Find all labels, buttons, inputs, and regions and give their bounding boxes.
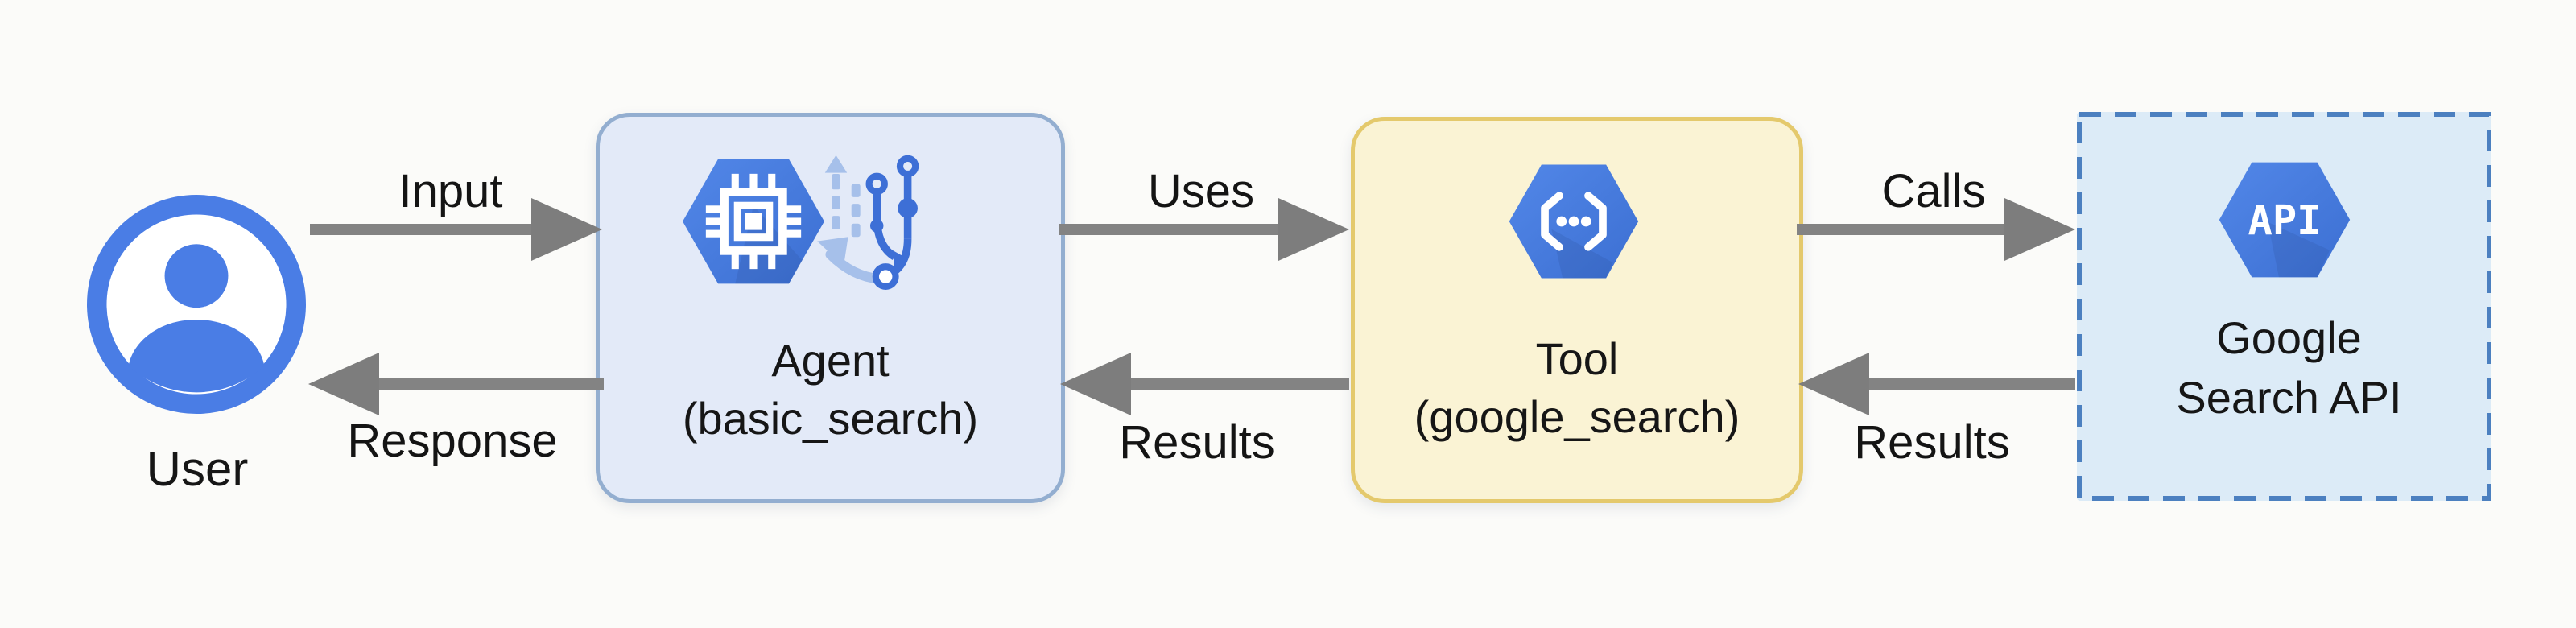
branching-paths-icon: [817, 155, 919, 290]
code-brackets-hexagon-icon: [1509, 164, 1639, 279]
arrow-shaft: [365, 378, 604, 390]
arrow-shaft: [1059, 224, 1293, 235]
arrowhead-right-icon: [531, 198, 602, 261]
api-hexagon-icon: API: [2219, 162, 2351, 278]
arrow-results-tool-to-agent: [1060, 353, 1349, 415]
arrowhead-left-icon: [1798, 353, 1869, 415]
agent-label: Agent (basic_search): [596, 332, 1065, 448]
api-label: Google Search API: [2077, 308, 2501, 428]
edge-label-results-tool-to-agent: Results: [1119, 416, 1275, 469]
arrowhead-left-icon: [1060, 353, 1131, 415]
edge-label-results-api-to-tool: Results: [1854, 416, 2010, 469]
agent-subtitle: (basic_search): [682, 393, 979, 444]
edge-label-uses: Uses: [1147, 165, 1255, 217]
arrowhead-right-icon: [2004, 198, 2075, 261]
tool-label: Tool (google_search): [1351, 330, 1803, 446]
arrowhead-right-icon: [1278, 198, 1349, 261]
api-badge-text: API: [2248, 196, 2321, 244]
edge-label-response: Response: [347, 415, 558, 467]
edge-label-calls: Calls: [1881, 165, 1986, 217]
arrow-shaft: [1855, 378, 2075, 390]
chip-hexagon-icon: [683, 159, 824, 284]
api-title-line1: Google: [2216, 312, 2362, 363]
agent-node: [596, 113, 1065, 503]
arrow-results-api-to-tool: [1798, 353, 2075, 415]
arrow-shaft: [310, 224, 546, 235]
arrow-input: [310, 198, 602, 261]
arrow-response: [308, 353, 604, 415]
agent-title: Agent: [771, 335, 890, 386]
user-account-circle-icon: [87, 195, 306, 414]
tool-subtitle: (google_search): [1414, 391, 1740, 442]
edge-label-input: Input: [398, 165, 503, 217]
user-label: User: [146, 442, 249, 496]
arrowhead-left-icon: [308, 353, 379, 415]
dashed-border: [2077, 112, 2491, 501]
arrow-shaft: [1797, 224, 2019, 235]
arrow-shaft: [1117, 378, 1349, 390]
arrow-uses: [1059, 198, 1349, 261]
tool-title: Tool: [1535, 333, 1619, 384]
arrow-calls: [1797, 198, 2075, 261]
api-title-line2: Search API: [2176, 372, 2402, 423]
